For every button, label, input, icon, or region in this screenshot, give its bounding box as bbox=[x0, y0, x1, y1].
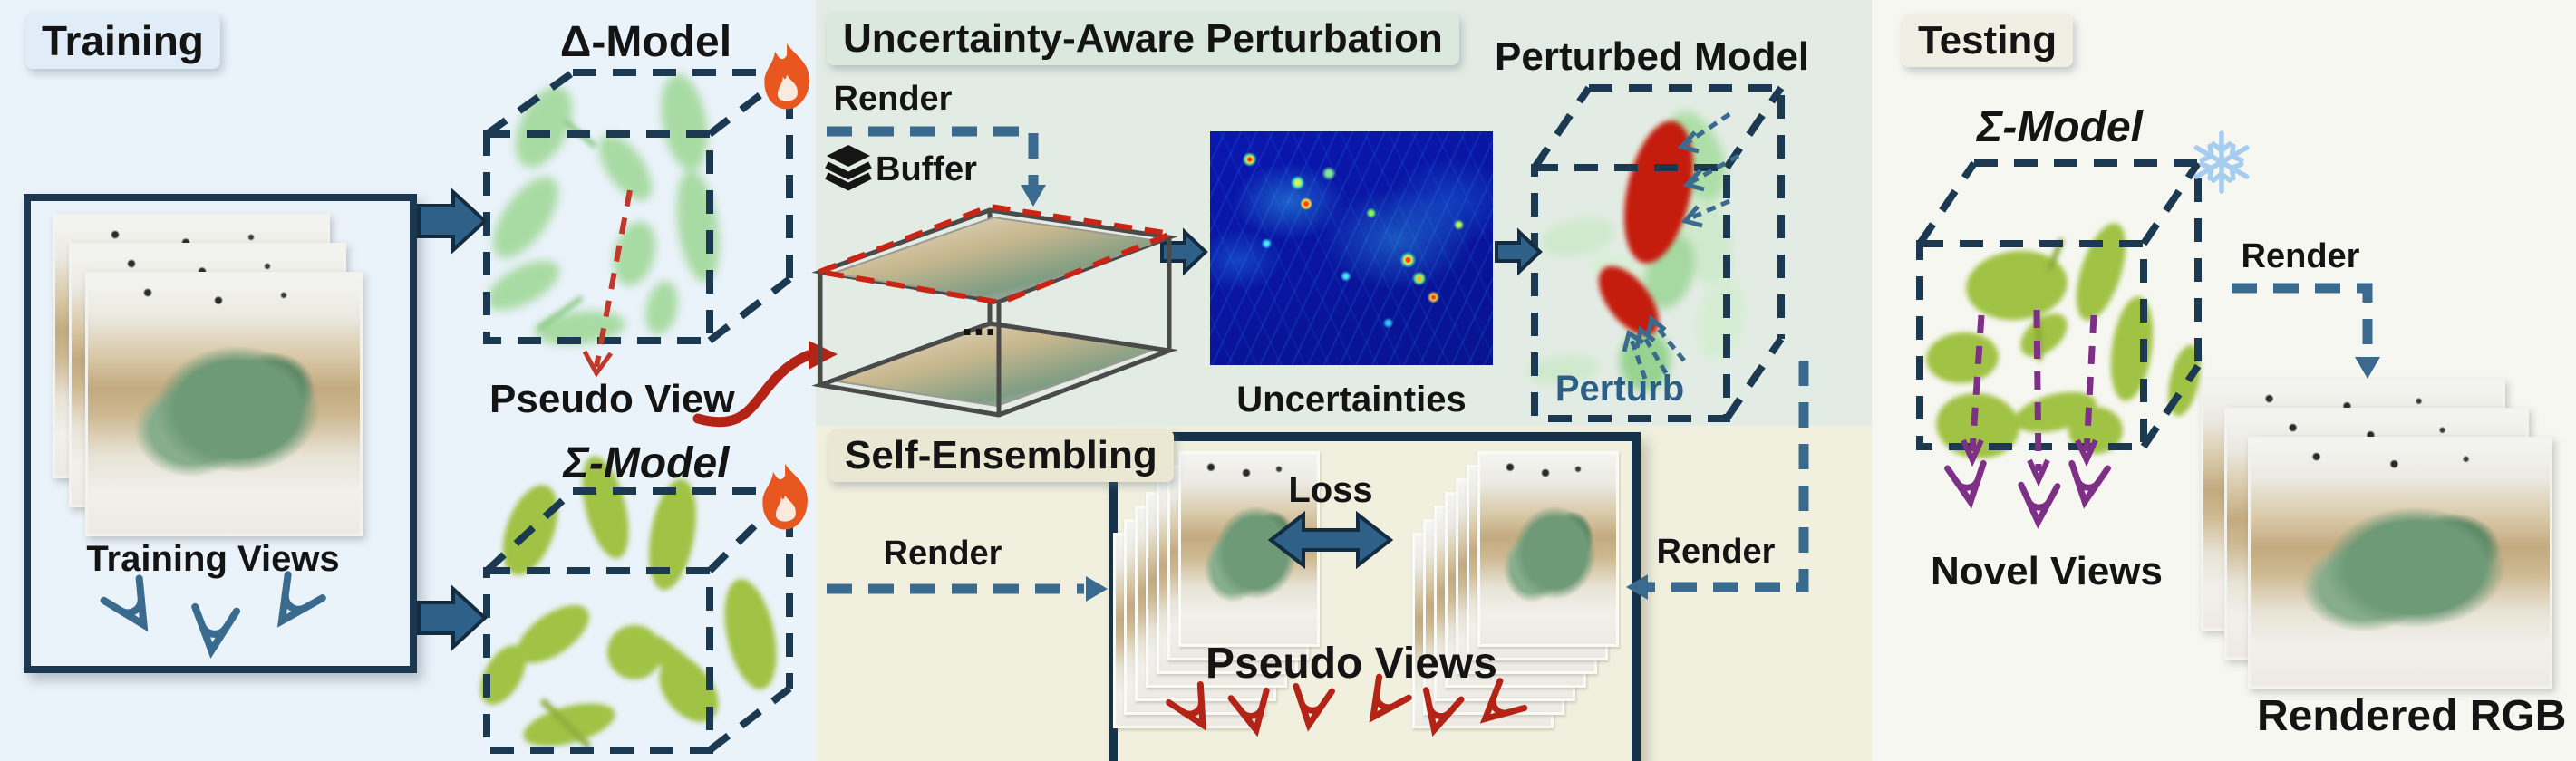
render-label-buffer: Render bbox=[833, 80, 953, 118]
sigma-model-label-left: Σ-Model bbox=[563, 439, 730, 487]
training-title: Training bbox=[25, 13, 220, 69]
loss-label: Loss bbox=[1288, 470, 1373, 510]
rendered-pseudo-stack-right bbox=[1477, 451, 1619, 647]
perturbed-model-label: Perturbed Model bbox=[1495, 34, 1810, 79]
training-views-label: Training Views bbox=[86, 539, 340, 579]
training-view-photo-front bbox=[85, 272, 363, 536]
uncertainty-heatmap bbox=[1210, 131, 1493, 365]
testing-title: Testing bbox=[1902, 14, 2074, 67]
novel-views-label: Novel Views bbox=[1931, 549, 2163, 593]
pseudo-views-label: Pseudo Views bbox=[1206, 640, 1497, 688]
pseudo-view-label: Pseudo View bbox=[489, 377, 735, 421]
rendered-rgb-label: Rendered RGB bbox=[2257, 692, 2567, 740]
render-label-se-right: Render bbox=[1656, 533, 1776, 571]
uncertainties-label: Uncertainties bbox=[1236, 380, 1467, 419]
uap-title: Uncertainty-Aware Perturbation bbox=[827, 13, 1459, 65]
training-views-frame bbox=[24, 194, 417, 673]
self-ensembling-title: Self-Ensembling bbox=[828, 429, 1174, 482]
render-label-testing: Render bbox=[2241, 237, 2360, 275]
buffer-label: Buffer bbox=[876, 150, 977, 188]
delta-model-label: Δ-Model bbox=[559, 18, 732, 66]
rendered-rgb-photo-front bbox=[2248, 437, 2552, 689]
render-label-se-left: Render bbox=[883, 535, 1002, 573]
buffer-ellipsis: ... bbox=[961, 297, 997, 344]
sigma-model-label-right: Σ-Model bbox=[1977, 103, 2143, 151]
perturb-label: Perturb bbox=[1554, 369, 1685, 409]
